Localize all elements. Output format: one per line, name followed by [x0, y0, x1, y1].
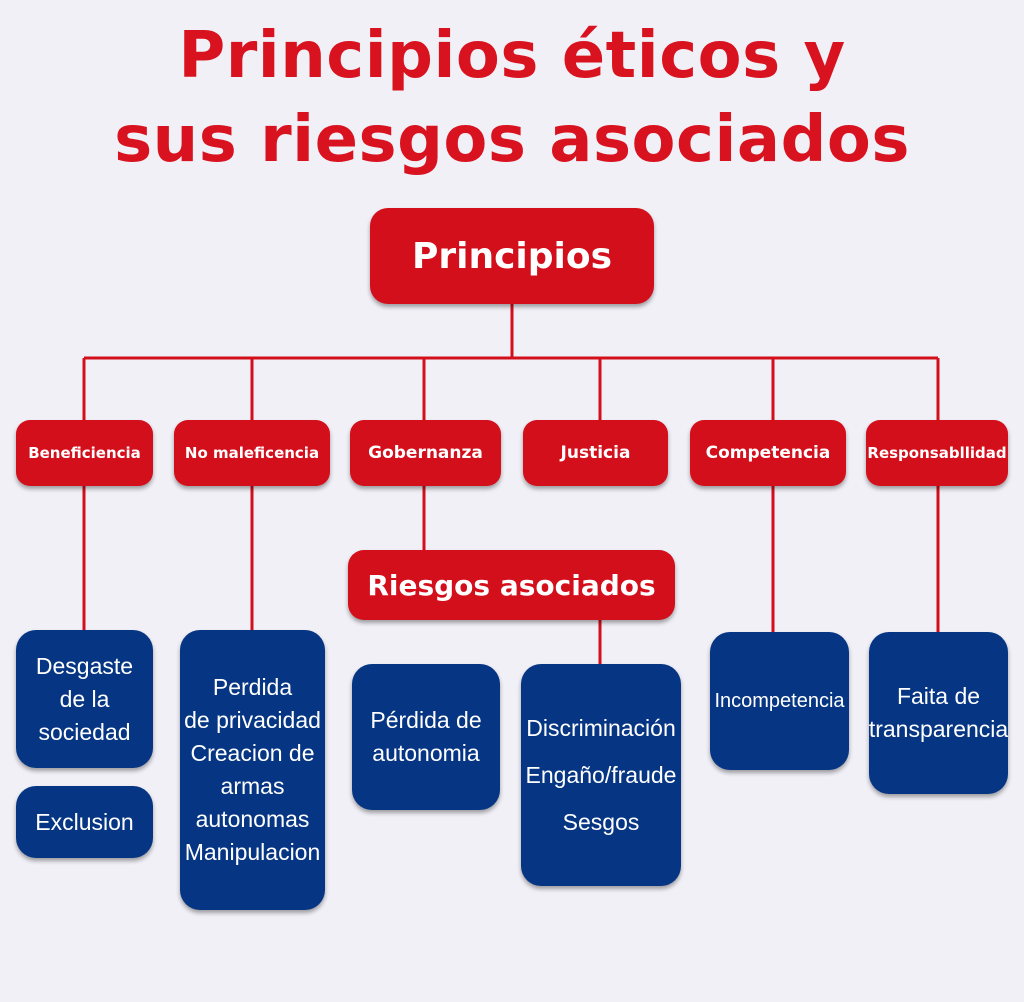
principle-label: No maleficencia — [184, 444, 320, 462]
risk-box-responsabilidad: Faita de transparencia — [869, 632, 1008, 794]
risk-text: Sesgos — [562, 808, 640, 835]
risk-text: autonomas — [195, 806, 310, 832]
risk-text: transparencia — [868, 716, 1009, 742]
page-title: Principios éticos y sus riesgos asociado… — [0, 14, 1024, 182]
principle-competencia: Competencia — [690, 420, 846, 486]
principle-label: Gobernanza — [368, 443, 483, 463]
title-line-2: sus riesgos asociados — [114, 103, 910, 177]
risk-text: de privacidad — [184, 707, 321, 733]
risk-text: autonomia — [372, 740, 480, 766]
risks-header: Riesgos asociados — [348, 550, 675, 620]
risk-box-desgaste: Desgaste de la sociedad — [16, 630, 153, 768]
risk-text: Engaño/fraude — [525, 761, 677, 788]
risk-text: Pérdida de — [370, 707, 482, 733]
principle-beneficiencia: Beneficiencia — [16, 420, 153, 486]
risk-box-gobernanza: Pérdida de autonomia — [352, 664, 500, 810]
risks-header-label: Riesgos asociados — [367, 568, 656, 602]
risk-box-exclusion: Exclusion — [16, 786, 153, 858]
risk-text: de la — [59, 685, 110, 712]
risk-box-justicia: Discriminación Engaño/fraude Sesgos — [521, 664, 681, 886]
risk-text: Discriminación — [526, 714, 676, 741]
principle-no-maleficencia: No maleficencia — [174, 420, 330, 486]
root-label: Principios — [411, 235, 613, 277]
risk-text: Creacion de — [190, 740, 315, 766]
risk-text: armas — [220, 773, 285, 799]
risk-box-competencia: Incompetencia — [710, 632, 849, 770]
principle-justicia: Justicia — [523, 420, 668, 486]
risk-text: Desgaste — [35, 652, 134, 679]
risk-text: Faita de — [896, 683, 981, 709]
principle-responsabilidad: Responsabllidad — [866, 420, 1008, 486]
principle-gobernanza: Gobernanza — [350, 420, 501, 486]
principle-label: Beneficiencia — [28, 444, 141, 462]
risk-text: Incompetencia — [714, 689, 845, 712]
principle-label: Responsabllidad — [867, 444, 1007, 462]
title-line-1: Principios éticos y — [178, 19, 846, 93]
risk-text: sociedad — [38, 718, 131, 745]
risk-box-no-maleficencia: Perdida de privacidad Creacion de armas … — [180, 630, 325, 910]
principle-label: Justicia — [560, 443, 631, 463]
risk-text: Manipulacion — [184, 839, 321, 865]
risk-text: Exclusion — [35, 808, 134, 835]
root-node: Principios — [370, 208, 654, 304]
risk-text: Perdida — [212, 674, 293, 700]
principle-label: Competencia — [705, 443, 831, 463]
